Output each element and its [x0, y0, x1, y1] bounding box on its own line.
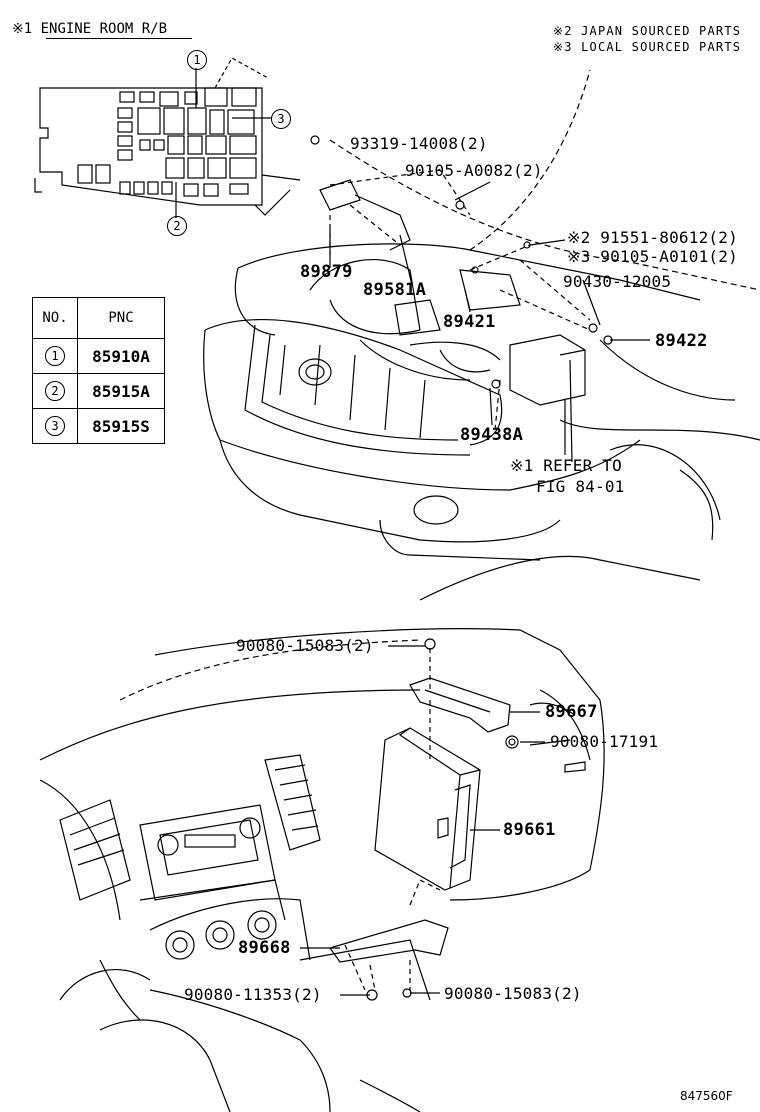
label-89667: 89667	[545, 702, 598, 722]
figure-code: 847560F	[680, 1089, 733, 1103]
label-89661: 89661	[503, 820, 556, 840]
label-90105-a0101: ※3 90105-A0101(2)	[567, 247, 738, 266]
label-90105-a0082: 90105-A0082(2)	[405, 161, 543, 180]
callout-3: 3	[271, 109, 291, 129]
note-japan: ※2 JAPAN SOURCED PARTS	[553, 24, 742, 38]
label-93319-14008: 93319-14008(2)	[350, 134, 488, 153]
row-no: 1	[45, 346, 65, 366]
row-no: 3	[45, 416, 65, 436]
row-pnc: 85915A	[77, 373, 165, 409]
callout-1: 1	[187, 50, 207, 70]
pnc-table-header: NO. PNC	[32, 297, 165, 339]
label-89421: 89421	[443, 312, 496, 332]
label-89581a: 89581A	[363, 280, 427, 300]
truck-front-drawing	[203, 69, 760, 561]
row-pnc: 85915S	[77, 408, 165, 444]
label-90430-12005: 90430-12005	[563, 272, 672, 291]
header-no: NO.	[32, 297, 78, 339]
callout-2: 2	[167, 216, 187, 236]
row-no: 2	[45, 381, 65, 401]
refer-to-line-1: ※1 REFER TO	[510, 456, 622, 475]
label-89422: 89422	[655, 331, 708, 351]
engine-room-underline	[46, 38, 192, 39]
header-pnc: PNC	[77, 297, 165, 339]
dash-fasteners	[366, 638, 519, 1001]
label-91551-80612: ※2 91551-80612(2)	[567, 228, 738, 247]
label-90080-11353: 90080-11353(2)	[184, 985, 322, 1004]
label-90080-15083-top: 90080-15083(2)	[236, 636, 374, 655]
label-89438a: 89438A	[460, 425, 524, 445]
table-row: 1 85910A	[32, 338, 165, 374]
note-local: ※3 LOCAL SOURCED PARTS	[553, 40, 742, 54]
table-row: 2 85915A	[32, 373, 165, 409]
label-89668: 89668	[238, 938, 291, 958]
relay-box-drawing	[34, 57, 301, 218]
refer-to-line-2: FIG 84-01	[536, 477, 625, 496]
engine-fasteners	[310, 135, 613, 389]
row-pnc: 85910A	[77, 338, 165, 374]
label-89879: 89879	[300, 262, 353, 282]
table-row: 3 85915S	[32, 408, 165, 444]
dashboard-drawing	[39, 555, 701, 1112]
engine-room-label: ※1 ENGINE ROOM R/B	[12, 21, 168, 37]
pnc-table: NO. PNC 1 85910A 2 85915A 3 85915S	[32, 297, 165, 444]
label-90080-17191: 90080-17191	[550, 732, 659, 751]
label-90080-15083-bottom: 90080-15083(2)	[444, 984, 582, 1003]
